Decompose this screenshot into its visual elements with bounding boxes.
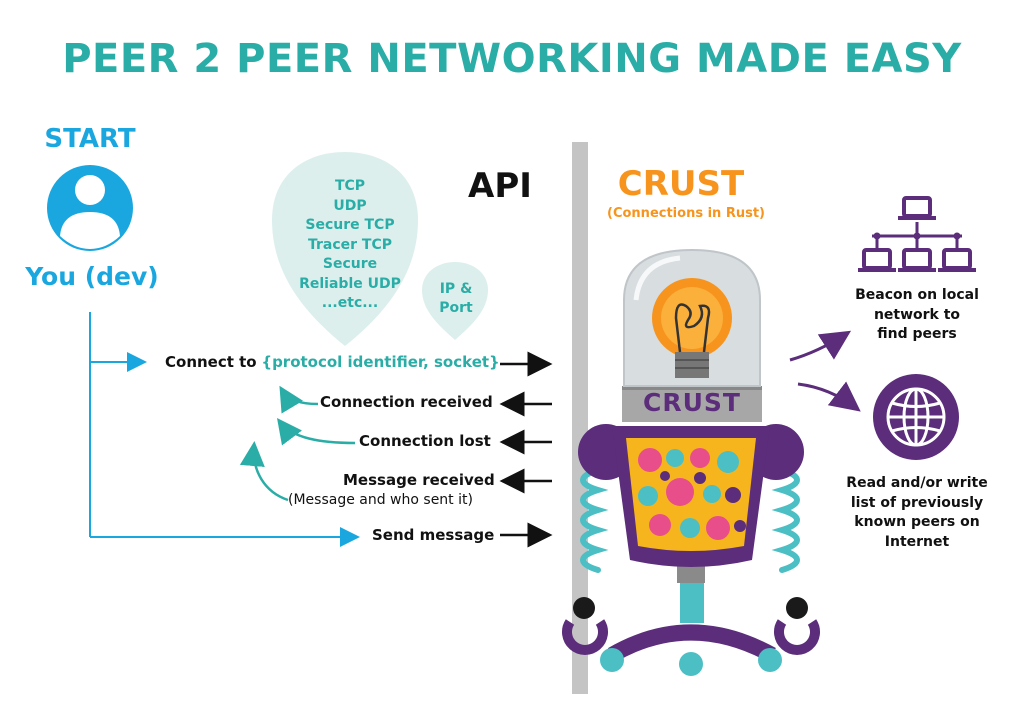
connect-args: {protocol identifier, socket} [261, 353, 500, 371]
protocol-item: TCP [334, 178, 366, 194]
protocol-item: Tracer TCP [307, 236, 393, 253]
protocol-item: UDP [333, 197, 367, 214]
protocol-item: Secure TCP [305, 217, 395, 233]
user-avatar-icon [47, 165, 133, 251]
beacon-caption: Beacon on local network to find peers [842, 286, 992, 345]
connection-received-event: Connection received [320, 393, 493, 411]
network-icon [858, 196, 976, 272]
ip-port-line: IP & [439, 281, 473, 297]
api-arrows [499, 351, 553, 548]
api-label: API [468, 166, 532, 206]
connect-event: Connect to {protocol identifier, socket} [165, 353, 500, 371]
crust-robot-icon [562, 248, 820, 676]
globe-icon [873, 374, 959, 460]
return-arrows [239, 385, 356, 502]
caption-line: list of previously [850, 494, 984, 511]
internet-caption: Read and/or write list of previously kno… [842, 474, 992, 552]
dev-flow-lines [89, 312, 360, 547]
protocol-item: Secure [322, 256, 378, 272]
ip-port-label: IP & Port [425, 280, 487, 318]
connect-label: Connect to [165, 353, 257, 371]
message-received-detail: (Message and who sent it) [288, 492, 473, 508]
start-label: START [44, 124, 136, 154]
page-title: PEER 2 PEER NETWORKING MADE EASY [62, 36, 962, 82]
crust-subtitle: (Connections in Rust) [607, 206, 765, 221]
caption-line: Beacon on local [855, 287, 979, 303]
developer-label: You (dev) [25, 262, 159, 291]
send-message-event: Send message [372, 526, 495, 544]
connection-lost-event: Connection lost [359, 432, 491, 450]
crust-badge: CRUST [643, 388, 741, 417]
caption-line: find peers [877, 326, 957, 342]
protocol-list: TCP UDP Secure TCP Tracer TCP Secure Rel… [280, 177, 420, 314]
caption-line: Internet [884, 533, 950, 550]
protocol-item: Reliable UDP [299, 275, 401, 292]
caption-line: known peers on [854, 514, 980, 530]
message-received-event: Message received [343, 471, 495, 489]
protocol-bubble [272, 152, 418, 346]
feature-arrows [789, 330, 861, 412]
protocol-item: ...etc... [321, 295, 379, 311]
caption-line: Read and/or write [846, 475, 988, 491]
ip-port-bubble [422, 262, 488, 340]
crust-title: CRUST [617, 164, 745, 204]
ip-port-line: Port [439, 300, 473, 316]
caption-line: network to [873, 306, 961, 323]
